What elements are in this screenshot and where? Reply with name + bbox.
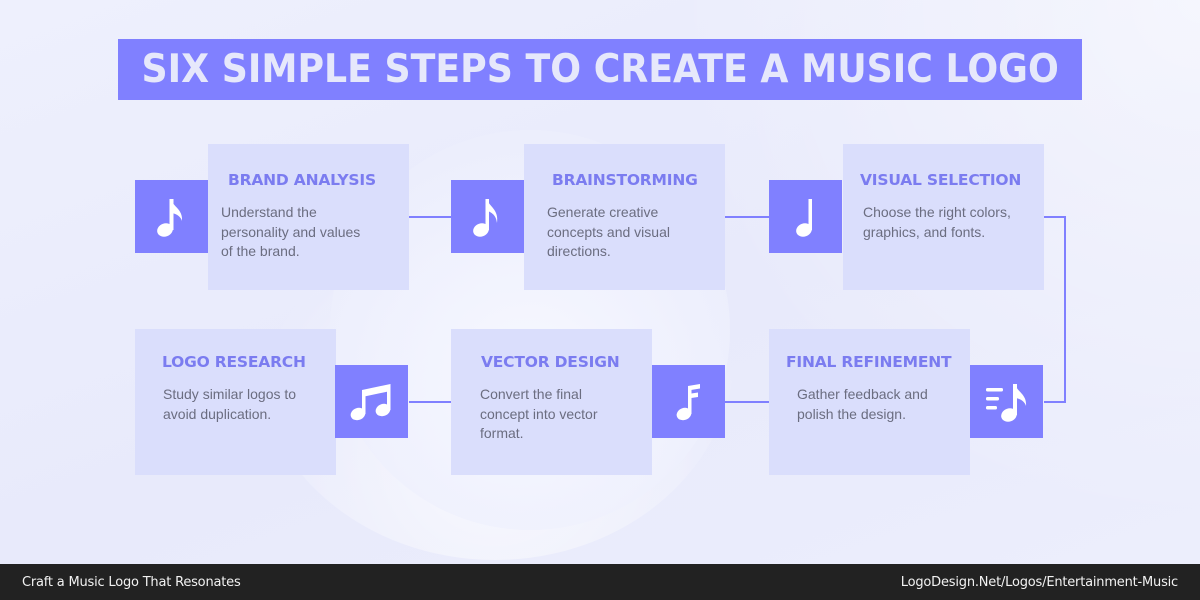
step-card-visual-selection: VISUAL SELECTION Choose the right colors…	[843, 144, 1044, 290]
step-description: Convert the final concept into vector fo…	[480, 386, 598, 441]
step-icon-box	[451, 180, 524, 253]
step-title: VISUAL SELECTION	[860, 171, 1022, 189]
step-description: Study similar logos to avoid duplication…	[163, 386, 297, 422]
connector-line	[1044, 401, 1066, 403]
step-card-brand-analysis: BRAND ANALYSIS Understand the personalit…	[208, 144, 409, 290]
playlist-note-icon	[985, 383, 1026, 422]
step-title: BRAND ANALYSIS	[228, 171, 376, 189]
step-icon-box	[135, 180, 208, 253]
beamed-notes-icon	[350, 383, 390, 420]
step-icon-box	[970, 365, 1043, 438]
sixteenth-note-icon	[676, 383, 700, 420]
connector-line	[1044, 216, 1066, 218]
step-icon-box	[335, 365, 408, 438]
half-note-icon	[795, 198, 812, 237]
eighth-note-icon	[156, 198, 182, 237]
step-icon-box	[769, 180, 842, 253]
step-description: Gather feedback and polish the design.	[797, 386, 928, 422]
step-title: BRAINSTORMING	[552, 171, 698, 189]
page-title: SIX SIMPLE STEPS TO CREATE A MUSIC LOGO	[141, 47, 1059, 92]
eighth-note-icon	[472, 198, 497, 237]
step-card-final-refinement: FINAL REFINEMENT Gather feedback and pol…	[769, 329, 970, 475]
step-description: Generate creative concepts and visual di…	[547, 204, 670, 259]
footer-tagline: Craft a Music Logo That Resonates	[22, 574, 241, 590]
step-description: Choose the right colors, graphics, and f…	[863, 204, 1011, 240]
step-card-brainstorming: BRAINSTORMING Generate creative concepts…	[524, 144, 725, 290]
connector-line	[409, 401, 451, 403]
connector-line	[725, 401, 769, 403]
connector-line	[1064, 216, 1066, 403]
step-description: Understand the personality and values of…	[221, 204, 361, 259]
connector-line	[725, 216, 769, 218]
step-title: VECTOR DESIGN	[481, 353, 620, 371]
footer-url-link[interactable]: LogoDesign.Net/Logos/Entertainment-Music	[900, 574, 1178, 590]
step-card-vector-design: VECTOR DESIGN Convert the final concept …	[451, 329, 652, 475]
step-title: FINAL REFINEMENT	[786, 353, 952, 371]
connector-line	[409, 216, 451, 218]
footer-bar: Craft a Music Logo That Resonates LogoDe…	[0, 564, 1200, 600]
step-card-logo-research: LOGO RESEARCH Study similar logos to avo…	[135, 329, 336, 475]
step-title: LOGO RESEARCH	[162, 353, 306, 371]
title-banner: SIX SIMPLE STEPS TO CREATE A MUSIC LOGO	[118, 39, 1082, 100]
step-icon-box	[652, 365, 725, 438]
